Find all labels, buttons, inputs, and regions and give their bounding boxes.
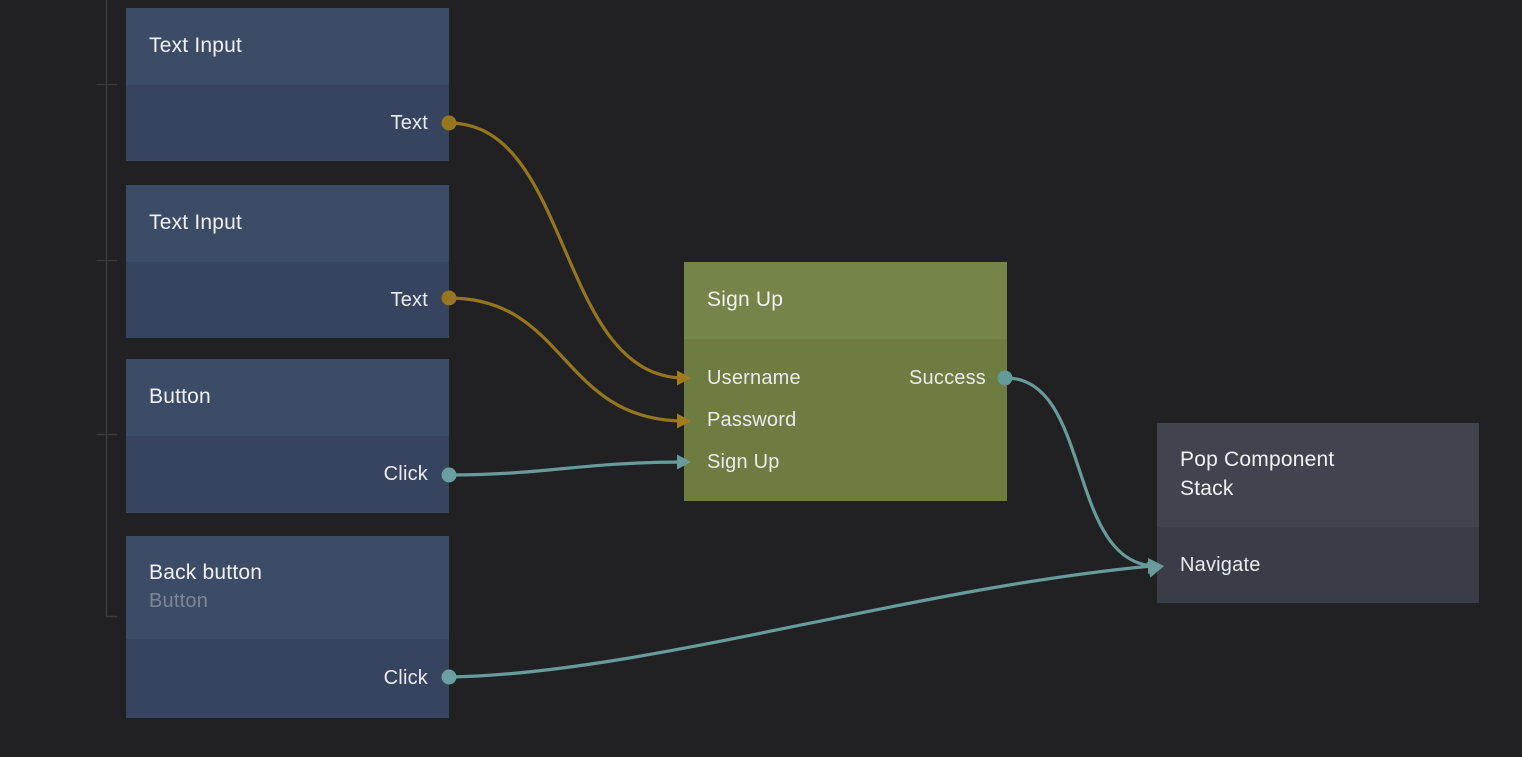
node-text-input-2[interactable]: Text Input Text — [126, 185, 449, 338]
port-label: Text — [390, 288, 428, 311]
edge-textinput2-to-password[interactable] — [448, 296, 691, 429]
node-title: Text Input — [149, 211, 243, 235]
node-title: Text Input — [149, 34, 243, 58]
node-header: Text Input — [126, 185, 449, 262]
node-button[interactable]: Button Click — [126, 359, 449, 513]
node-header: Text Input — [126, 8, 449, 85]
node-header: Back button Button — [126, 536, 449, 639]
port-username-input-label: Username — [707, 366, 801, 389]
port-password-input[interactable]: Password — [684, 399, 1007, 441]
hierarchy-lines — [96, 0, 117, 618]
port-label: Sign Up — [707, 450, 780, 473]
edge-textinput1-to-username[interactable] — [448, 121, 691, 386]
edge-success-to-navigate[interactable] — [1005, 376, 1166, 578]
edge-backbutton-click-to-navigate[interactable] — [448, 558, 1164, 679]
port-click-output[interactable]: Click — [126, 658, 449, 700]
node-body: Click — [126, 639, 449, 718]
node-body: Text — [126, 262, 449, 338]
node-back-button[interactable]: Back button Button Click — [126, 536, 449, 718]
port-label: Password — [707, 408, 797, 431]
node-header: Sign Up — [684, 262, 1007, 339]
node-body: Username Success Password Sign Up — [684, 339, 1007, 501]
port-click-output[interactable]: Click — [126, 454, 449, 496]
node-pop-component-stack[interactable]: Pop Component Stack Navigate — [1157, 423, 1479, 603]
node-body: Click — [126, 436, 449, 513]
node-text-input-1[interactable]: Text Input Text — [126, 8, 449, 161]
node-body: Text — [126, 85, 449, 161]
port-label: Click — [383, 463, 428, 485]
port-label: Text — [390, 111, 428, 134]
node-header: Pop Component Stack — [1157, 423, 1479, 527]
node-title: Pop Component Stack — [1180, 448, 1335, 500]
port-text-output[interactable]: Text — [126, 279, 449, 321]
edge-button-click-to-signup[interactable] — [448, 454, 691, 477]
port-text-output[interactable]: Text — [126, 102, 449, 144]
hierarchy-trunk — [105, 0, 117, 618]
node-title: Back button — [149, 560, 263, 584]
node-subtitle: Button — [149, 590, 209, 613]
port-label: Click — [383, 667, 428, 689]
port-row-username-success[interactable]: Username Success — [684, 357, 1007, 399]
node-sign-up[interactable]: Sign Up Username Success Password Sign U… — [684, 262, 1007, 501]
port-label: Navigate — [1180, 553, 1261, 576]
port-navigate-input[interactable]: Navigate — [1157, 544, 1479, 586]
node-header: Button — [126, 359, 449, 436]
node-title: Sign Up — [707, 288, 784, 312]
port-success-output-label: Success — [909, 366, 986, 389]
port-signup-input[interactable]: Sign Up — [684, 441, 1007, 483]
node-body: Navigate — [1157, 527, 1479, 603]
node-title: Button — [149, 385, 211, 409]
